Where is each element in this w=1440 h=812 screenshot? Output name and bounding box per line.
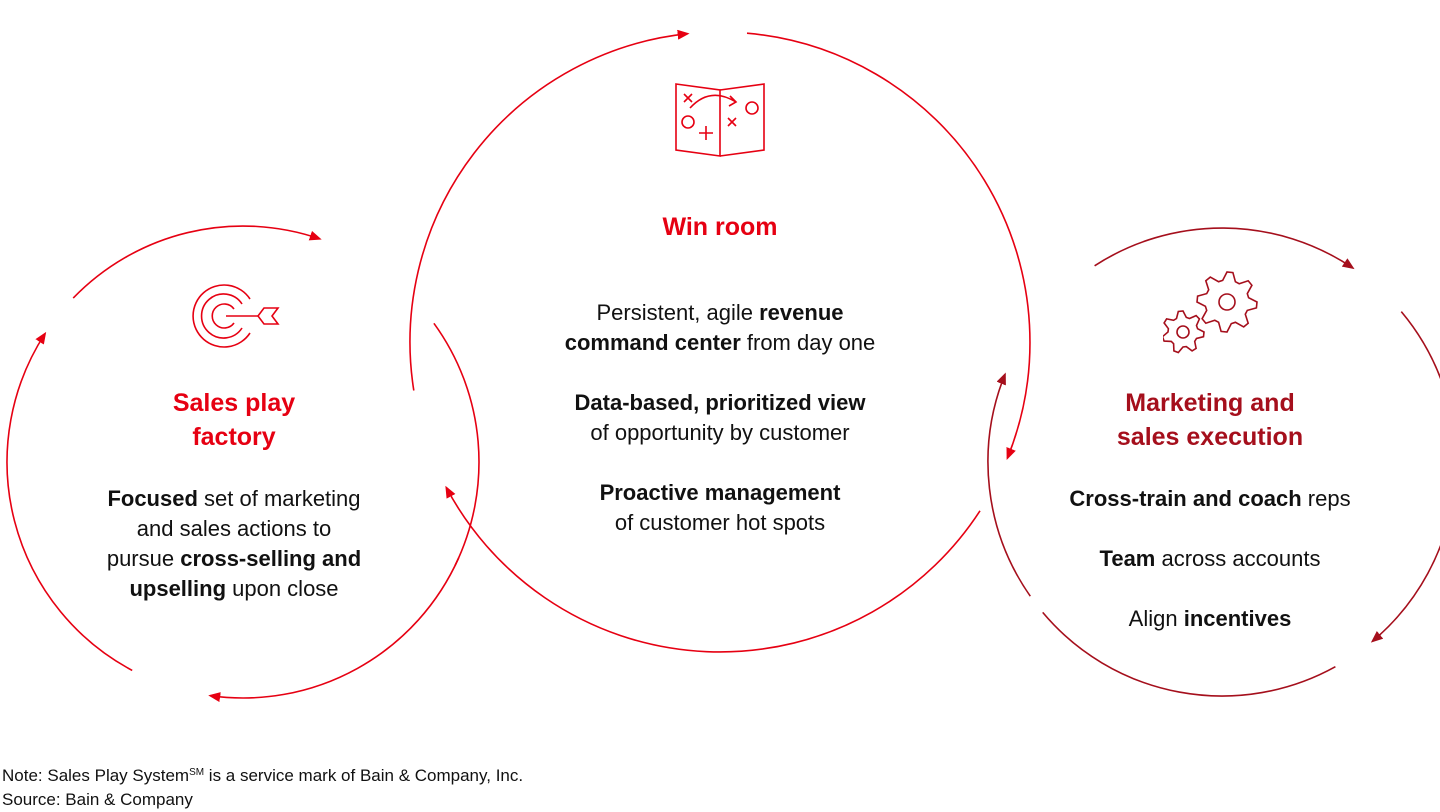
text-line: Data-based, prioritized view xyxy=(520,388,920,418)
left-arc-bottom xyxy=(208,557,460,703)
bullet-item: Align incentives xyxy=(1030,604,1390,634)
text-line: and sales actions to xyxy=(54,514,414,544)
text-line: Team across accounts xyxy=(1030,544,1390,574)
text: set of marketing xyxy=(197,486,361,511)
spacer xyxy=(1030,514,1390,544)
gear-outline xyxy=(1196,271,1258,333)
gear-hole xyxy=(1176,325,1190,339)
note: Note: Sales Play SystemSM is a service m… xyxy=(2,761,523,788)
bold-text: Focused xyxy=(107,486,198,511)
left-arc-right xyxy=(433,322,480,566)
right-arc-right xyxy=(1370,311,1440,643)
note-prefix: Note: Sales Play System xyxy=(2,766,190,785)
center-arc-right xyxy=(746,32,1031,460)
text-line: Cross-train and coach reps xyxy=(1030,484,1390,514)
left-arc-left xyxy=(6,331,133,672)
bold-text: upselling xyxy=(129,576,227,601)
marketing-sales-execution-title: Marketing and sales execution xyxy=(1030,386,1390,454)
bold-text: Data-based, prioritized view xyxy=(574,390,866,415)
text: from day one xyxy=(740,330,876,355)
text-line: Focused set of marketing xyxy=(54,484,414,514)
spacer xyxy=(520,448,920,478)
title-line: Marketing and xyxy=(1125,389,1295,417)
text: Persistent, agile xyxy=(596,300,760,325)
bold-text: Cross-train and coach xyxy=(1069,486,1302,511)
bullet-item: Data-based, prioritized view of opportuni… xyxy=(520,388,920,448)
bold-text: cross-selling and xyxy=(180,546,362,571)
marketing-sales-execution-block: Marketing and sales execution Cross-trai… xyxy=(1030,386,1390,634)
text-line: Align incentives xyxy=(1030,604,1390,634)
text: pursue xyxy=(106,546,181,571)
bold-text: command center xyxy=(564,330,741,355)
bullet-item: Cross-train and coach reps xyxy=(1030,484,1390,514)
right-arc-top xyxy=(1094,227,1355,270)
center-arc-bottom xyxy=(445,485,981,653)
spacer xyxy=(1030,574,1390,604)
center-cycle-arcs xyxy=(409,29,1031,653)
gear-outline xyxy=(1163,310,1205,354)
text: upon close xyxy=(226,576,339,601)
text-line: pursue cross-selling and xyxy=(54,544,414,574)
source: Source: Bain & Company xyxy=(2,790,193,809)
note-suffix: is a service mark of Bain & Company, Inc… xyxy=(204,766,524,785)
spacer xyxy=(520,358,920,388)
left-arc-top xyxy=(72,225,322,299)
service-mark: SM xyxy=(189,767,205,778)
sales-play-factory-title: Sales play factory xyxy=(54,386,414,454)
text: and sales actions to xyxy=(136,516,332,541)
bullet-item: Proactive management of customer hot spot… xyxy=(520,478,920,538)
bold-text: Team xyxy=(1099,546,1156,571)
center-arc-top-left xyxy=(409,29,690,391)
text-line: of customer hot spots xyxy=(520,508,920,538)
right-arc-left xyxy=(987,372,1031,597)
text: Align xyxy=(1128,606,1184,631)
text-line: of opportunity by customer xyxy=(520,418,920,448)
text: across accounts xyxy=(1155,546,1321,571)
text-line: Persistent, agile revenue xyxy=(520,298,920,328)
text: of customer hot spots xyxy=(614,510,826,535)
gears-icon xyxy=(1163,271,1258,354)
bold-text: revenue xyxy=(759,300,844,325)
text: reps xyxy=(1301,486,1351,511)
text-line: upselling upon close xyxy=(54,574,414,604)
right-arc-bottom xyxy=(1042,611,1336,697)
sales-play-factory-block: Sales play factory Focused set of market… xyxy=(54,386,414,604)
title-line: factory xyxy=(192,423,276,451)
target-arrow-icon xyxy=(192,284,280,348)
text-line: Proactive management xyxy=(520,478,920,508)
playbook-icon xyxy=(675,83,765,157)
gear-hole xyxy=(1218,293,1236,311)
text: of opportunity by customer xyxy=(590,420,850,445)
win-room-title: Win room xyxy=(662,213,778,241)
bold-text: Proactive management xyxy=(599,480,841,505)
left-cycle-arcs xyxy=(6,225,480,703)
bullet-item: Team across accounts xyxy=(1030,544,1390,574)
footer: Note: Sales Play SystemSM is a service m… xyxy=(2,761,523,812)
text-line: command center from day one xyxy=(520,328,920,358)
title-line: sales execution xyxy=(1116,423,1304,451)
right-cycle-arcs xyxy=(987,227,1440,697)
title-line: Sales play xyxy=(172,389,296,417)
bold-text: incentives xyxy=(1183,606,1292,631)
